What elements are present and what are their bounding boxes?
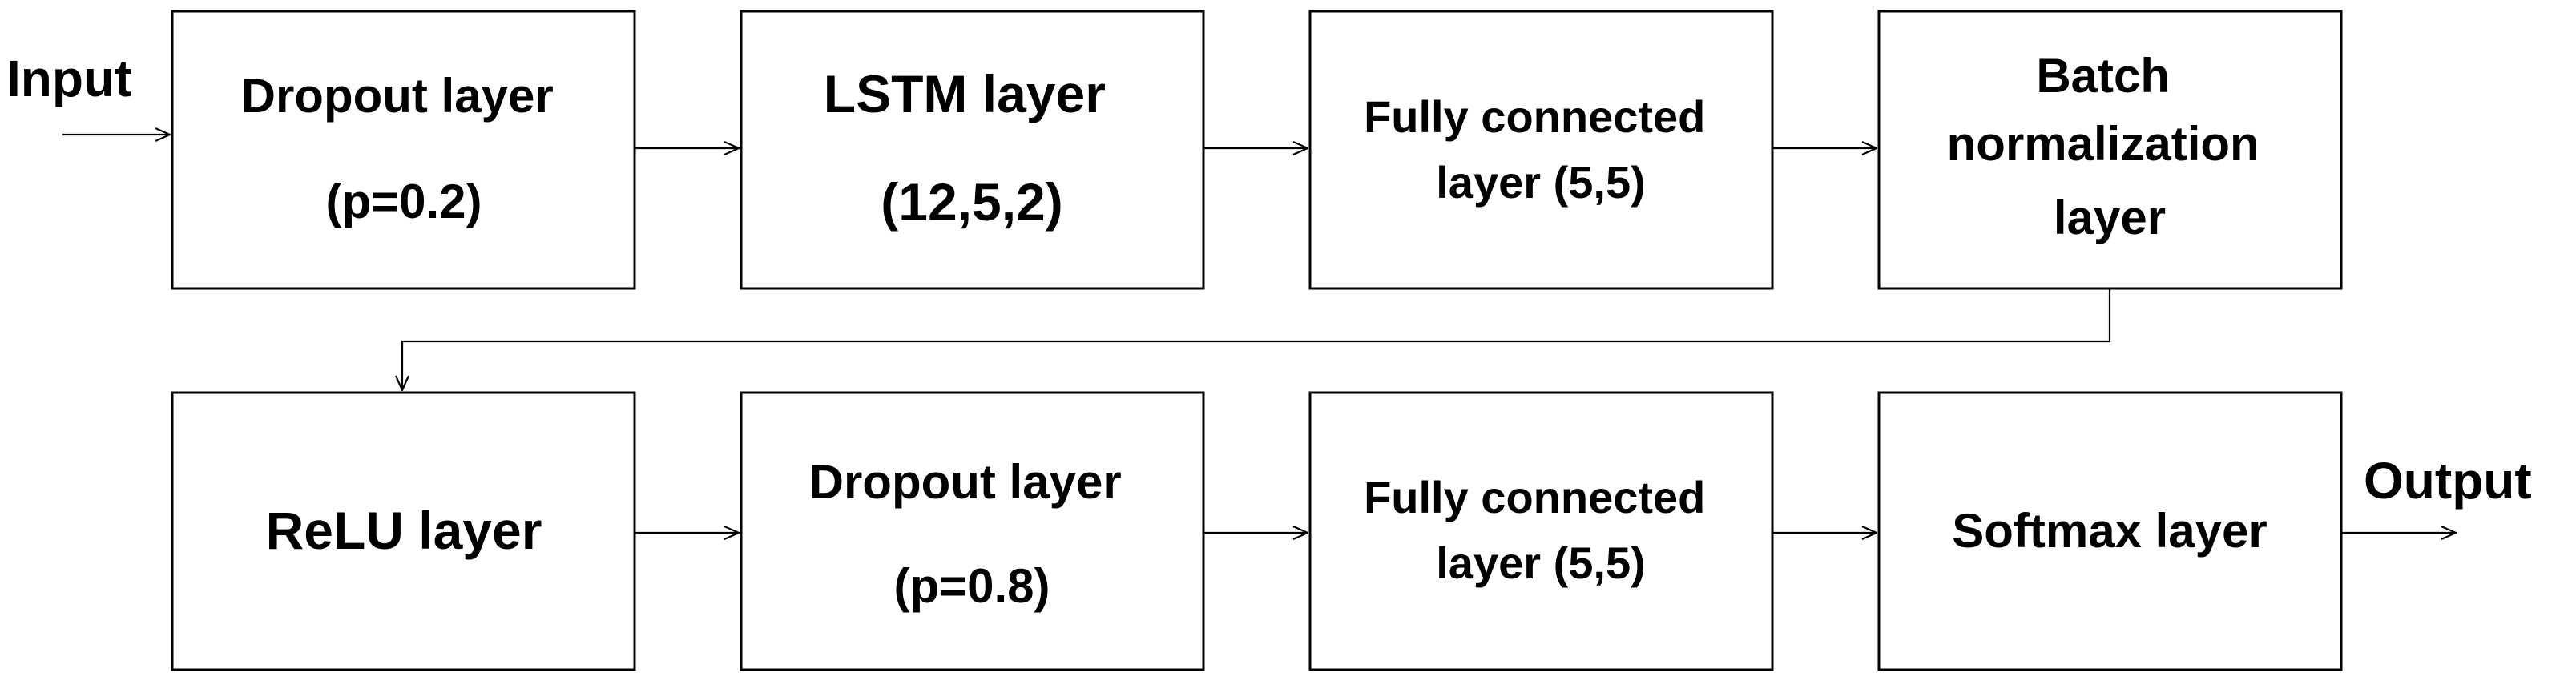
box-text-line: Softmax layer (1952, 504, 2268, 558)
box-text-line: (p=0.8) (893, 559, 1050, 613)
svg-text:Dropout layer (p=0.8): Dropout layer (p=0.8) (809, 455, 1135, 613)
box-relu-layer: ReLU layer (171, 391, 636, 671)
svg-text:Softmax layer: Softmax layer (1952, 504, 2268, 558)
box-text-line: Batch (2036, 49, 2170, 103)
box-text-line: (12,5,2) (881, 172, 1062, 232)
svg-text:Fully connected layer (5: Fully connected layer (5,5) (1364, 472, 1718, 588)
box-text-line: Dropout layer (241, 69, 554, 123)
box-text-line: ReLU layer (266, 501, 542, 560)
svg-text:LSTM layer (12,5,2): LSTM layer (12,5,2) (824, 64, 1120, 232)
box-text-line: layer (5,5) (1436, 538, 1646, 588)
svg-text:Fully connected layer (5: Fully connected layer (5,5) (1364, 91, 1718, 208)
box-text-line: LSTM layer (824, 64, 1106, 123)
box-text-line: layer (5,5) (1436, 157, 1646, 208)
box-text-line: Fully connected (1364, 91, 1705, 142)
input-label: Input (6, 50, 131, 107)
box-text-line: normalization (1947, 117, 2260, 171)
svg-text:Dropout layer (p=0.2): Dropout layer (p=0.2) (241, 69, 567, 228)
box-softmax-layer: Softmax layer (1877, 391, 2343, 671)
box-fully-connected-layer-1: Fully connected layer (5,5) (1308, 10, 1774, 290)
box-text-line: Fully connected (1364, 472, 1705, 522)
svg-text:ReLU layer: ReLU layer (266, 501, 542, 560)
svg-text:Batch normalization: Batch normalization layer (1947, 49, 2273, 244)
box-fully-connected-layer-2: Fully connected layer (5,5) (1308, 391, 1774, 671)
box-batch-normalization-layer: Batch normalization layer (1877, 10, 2343, 290)
box-lstm-layer: LSTM layer (12,5,2) (740, 10, 1205, 290)
arrow-wrap-connector (402, 288, 2111, 390)
box-text-line: layer (2054, 191, 2166, 244)
box-text-line: (p=0.2) (325, 175, 482, 228)
output-label: Output (2364, 452, 2532, 510)
box-dropout-layer-1: Dropout layer (p=0.2) (171, 10, 636, 290)
box-dropout-layer-2: Dropout layer (p=0.8) (740, 391, 1205, 671)
box-text-line: Dropout layer (809, 455, 1122, 509)
